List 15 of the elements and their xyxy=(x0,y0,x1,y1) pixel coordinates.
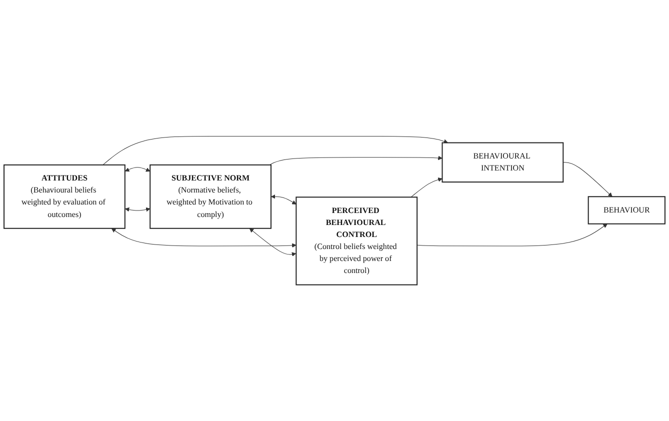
arrow xyxy=(562,162,612,197)
arrow xyxy=(124,207,150,212)
arrow xyxy=(269,156,442,166)
arrow xyxy=(102,136,448,166)
arrow xyxy=(111,228,296,248)
arrow xyxy=(249,228,296,256)
node-box: PERCEIVED BEHAVIOURAL CONTROL (Control beliefs weighted by perceived power of control) xyxy=(296,196,418,286)
arrow xyxy=(271,194,296,204)
node-box: BEHAVIOUR xyxy=(588,196,666,224)
arrow xyxy=(124,167,150,172)
arrow xyxy=(416,224,608,246)
node-box: BEHAVIOURAL INTENTION xyxy=(442,142,564,183)
node-box: SUBJECTIVE NORM (Normative beliefs, weighted by Motivation to comply) xyxy=(150,164,272,229)
arrow xyxy=(410,178,442,198)
node-box: ATTITUDES (Behavioural beliefs weighted by evaluation of outcomes) xyxy=(4,164,126,229)
